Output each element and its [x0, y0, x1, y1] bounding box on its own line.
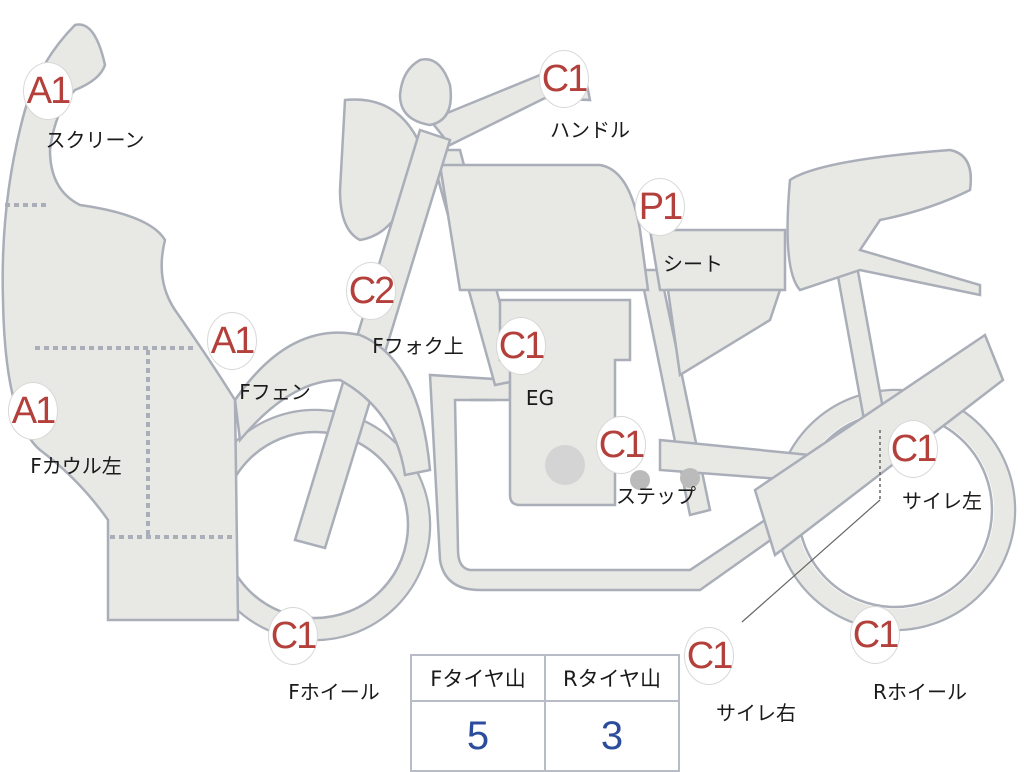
rear-tread-value: 3 — [544, 700, 680, 772]
rear-tread-header: Rタイヤ山 — [544, 654, 680, 702]
damage-code-badge: C1 — [850, 606, 900, 664]
damage-code-badge: C1 — [496, 317, 546, 375]
part-label: Fホイール — [288, 680, 380, 704]
front-tread-value: 5 — [410, 700, 546, 772]
damage-code-badge: A1 — [207, 312, 257, 370]
front-tread-header: Fタイヤ山 — [410, 654, 546, 702]
damage-code-badge: C1 — [888, 420, 938, 478]
damage-code-badge: C1 — [684, 627, 734, 685]
part-label: ステップ — [616, 484, 696, 508]
damage-code-badge: C1 — [539, 50, 589, 108]
part-label: スクリーン — [45, 128, 145, 152]
part-label: シート — [663, 252, 723, 276]
part-label: サイレ右 — [716, 701, 796, 725]
part-label: Fフェン — [239, 380, 311, 404]
damage-code-badge: P1 — [635, 178, 685, 236]
damage-code-badge: A1 — [8, 382, 58, 440]
part-label: Rホイール — [873, 680, 967, 704]
part-label: Fカウル左 — [30, 454, 122, 478]
damage-code-badge: C1 — [268, 607, 318, 665]
damage-code-badge: C2 — [346, 262, 396, 320]
part-label: ハンドル — [550, 118, 630, 142]
part-label: Fフォク上 — [372, 334, 464, 358]
damage-code-badge: A1 — [23, 62, 73, 120]
part-label: EG — [525, 386, 555, 410]
part-label: サイレ左 — [902, 489, 982, 513]
damage-code-badge: C1 — [596, 416, 646, 474]
tire-tread-table: Fタイヤ山 Rタイヤ山 5 3 — [410, 654, 680, 772]
